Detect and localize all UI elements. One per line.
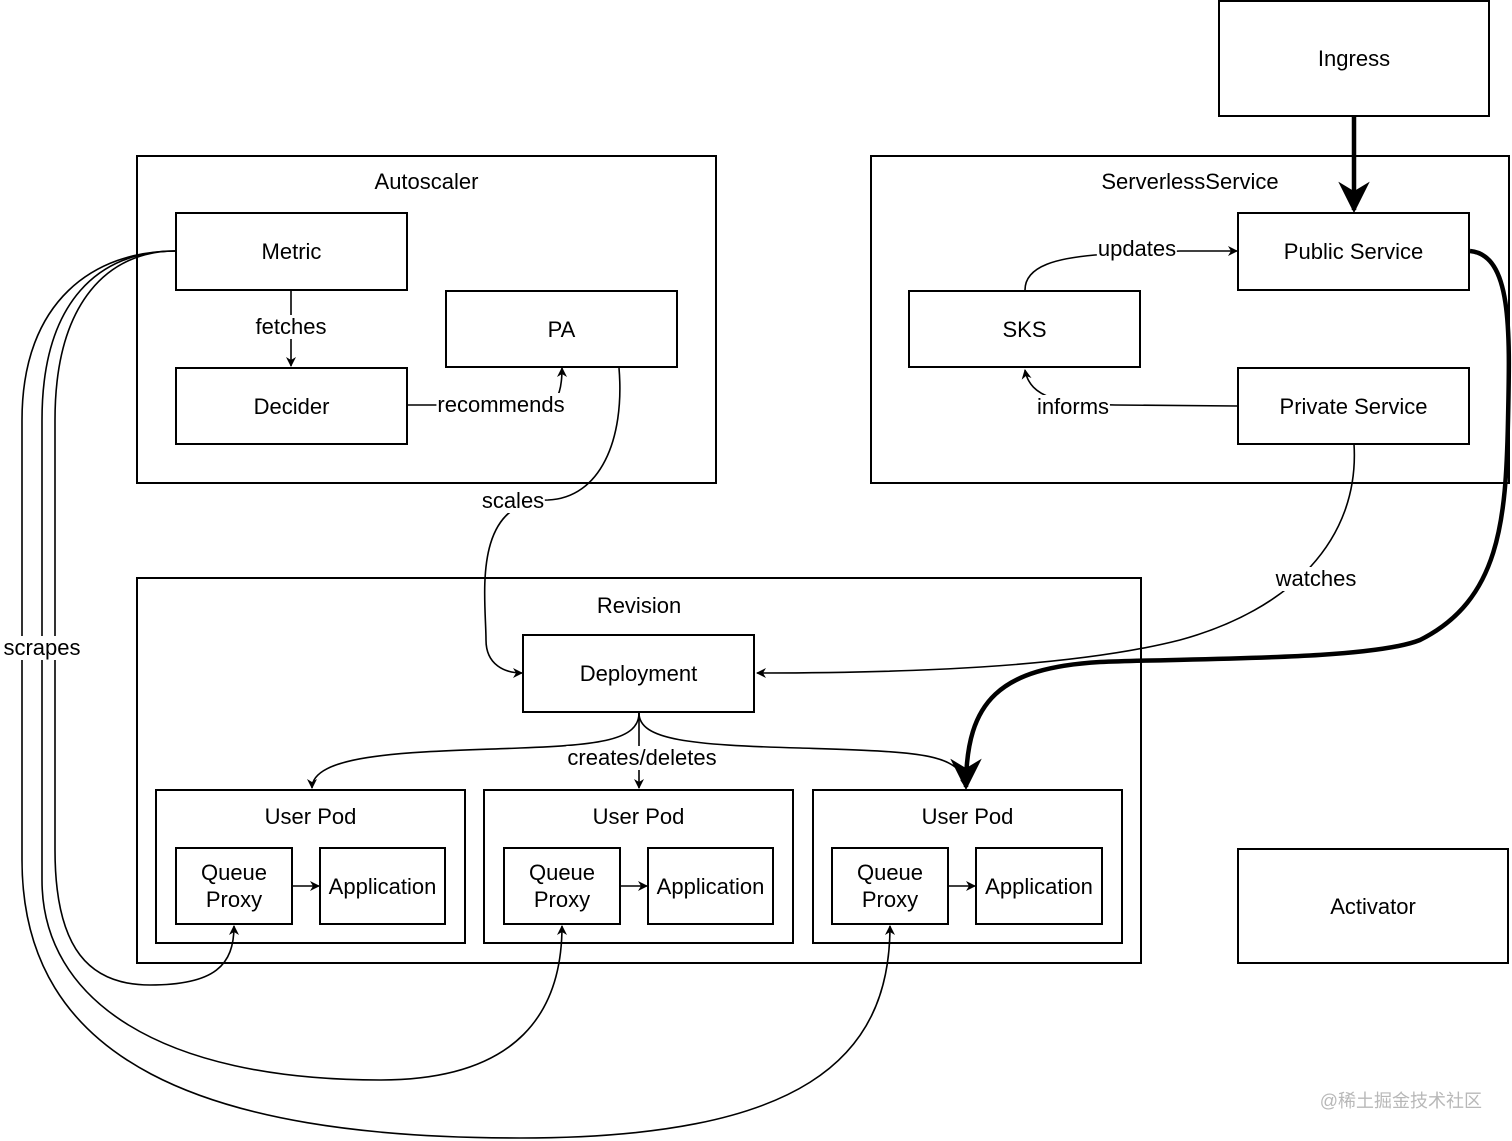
user-pod-title: User Pod — [592, 804, 685, 829]
private-service-node[interactable]: Private Service — [1237, 367, 1470, 445]
label-creates-deletes: creates/deletes — [566, 745, 718, 770]
decider-node[interactable]: Decider — [175, 367, 408, 445]
label-scales: scales — [480, 488, 546, 513]
user-pod-1[interactable]: User Pod — [155, 789, 466, 944]
label-informs: informs — [1035, 394, 1111, 419]
label-recommends: recommends — [436, 392, 566, 417]
queue-proxy-1[interactable]: Queue Proxy — [175, 847, 293, 925]
sks-node[interactable]: SKS — [908, 290, 1141, 368]
user-pod-3[interactable]: User Pod — [812, 789, 1123, 944]
activator-node[interactable]: Activator — [1237, 848, 1509, 964]
label-watches: watches — [1274, 566, 1358, 591]
serverless-service-container: ServerlessService — [870, 155, 1510, 484]
serverless-service-title: ServerlessService — [1101, 169, 1279, 194]
label-scrapes: scrapes — [2, 635, 82, 660]
label-updates: updates — [1096, 236, 1178, 261]
edge-updates — [1024, 246, 1238, 291]
revision-container: Revision — [136, 577, 1142, 964]
autoscaler-title: Autoscaler — [374, 169, 479, 194]
application-3[interactable]: Application — [975, 847, 1103, 925]
deployment-node[interactable]: Deployment — [522, 634, 755, 713]
edge-creates-pod1 — [307, 712, 640, 789]
edge-scales — [483, 367, 621, 678]
revision-title: Revision — [596, 593, 682, 618]
autoscaler-container: Autoscaler — [136, 155, 717, 484]
edge-scrapes-3 — [21, 250, 895, 1139]
user-pod-title: User Pod — [264, 804, 357, 829]
application-2[interactable]: Application — [647, 847, 774, 925]
ingress-node[interactable]: Ingress — [1218, 0, 1490, 117]
user-pod-2[interactable]: User Pod — [483, 789, 794, 944]
queue-proxy-3[interactable]: Queue Proxy — [831, 847, 949, 925]
user-pod-title: User Pod — [921, 804, 1014, 829]
public-service-node[interactable]: Public Service — [1237, 212, 1470, 291]
metric-node[interactable]: Metric — [175, 212, 408, 291]
edge-watches — [756, 443, 1356, 678]
application-1[interactable]: Application — [319, 847, 446, 925]
queue-proxy-2[interactable]: Queue Proxy — [503, 847, 621, 925]
label-fetches: fetches — [254, 314, 328, 339]
edge-scrapes-2 — [41, 250, 567, 1081]
edge-scrapes-1 — [54, 250, 239, 986]
watermark: @稀土掘金技术社区 — [1319, 1091, 1482, 1111]
pa-node[interactable]: PA — [445, 290, 678, 368]
